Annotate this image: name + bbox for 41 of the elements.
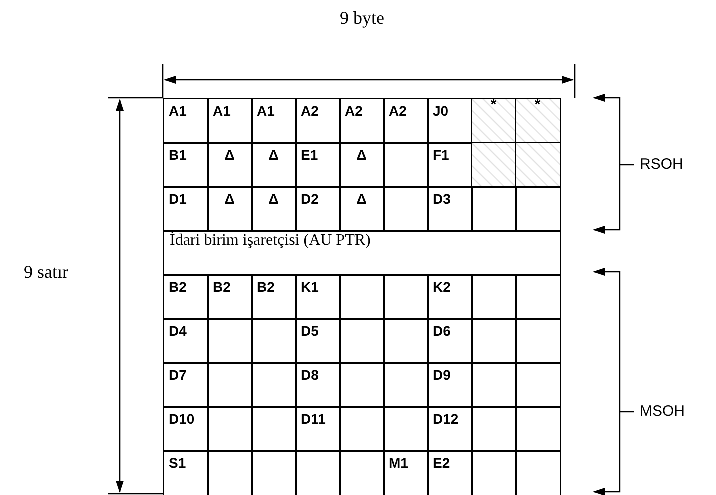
table-cell: E1 bbox=[295, 142, 340, 188]
table-cell: S1 bbox=[163, 450, 208, 495]
table-cell: B2 bbox=[163, 274, 208, 320]
table-cell: İdari birim işaretçisi (AU PTR) bbox=[163, 230, 560, 276]
table-cell: D8 bbox=[295, 362, 340, 408]
table-cell: D2 bbox=[295, 186, 340, 232]
table-cell: Δ bbox=[339, 142, 384, 188]
table-cell: B1 bbox=[163, 142, 208, 188]
table-cell: A1 bbox=[251, 98, 296, 144]
table-cell: Δ bbox=[339, 186, 384, 232]
table-cell: B2 bbox=[251, 274, 296, 320]
dimension-label: 9 byte bbox=[340, 8, 384, 29]
table-cell: E2 bbox=[427, 450, 472, 495]
table-cell: D11 bbox=[295, 406, 340, 452]
table-cell: K2 bbox=[427, 274, 472, 320]
table-cell: * bbox=[471, 98, 516, 144]
table-cell: D1 bbox=[163, 186, 208, 232]
table-cell: D3 bbox=[427, 186, 472, 232]
table-cell: Δ bbox=[251, 186, 296, 232]
table-cell: D6 bbox=[427, 318, 472, 364]
table-cell: A2 bbox=[339, 98, 384, 144]
table-cell: Δ bbox=[207, 186, 252, 232]
table-cell: D12 bbox=[427, 406, 472, 452]
table-cell: Δ bbox=[251, 142, 296, 188]
table-cell: D10 bbox=[163, 406, 208, 452]
section-label: MSOH bbox=[640, 403, 685, 420]
table-cell: A1 bbox=[207, 98, 252, 144]
table-cell: D4 bbox=[163, 318, 208, 364]
table-cell: K1 bbox=[295, 274, 340, 320]
table-cell: A1 bbox=[163, 98, 208, 144]
table-cell: A2 bbox=[295, 98, 340, 144]
section-label: RSOH bbox=[640, 156, 684, 173]
table-cell: A2 bbox=[383, 98, 428, 144]
table-cell: D7 bbox=[163, 362, 208, 408]
table-cell: B2 bbox=[207, 274, 252, 320]
dimension-label: 9 satır bbox=[24, 262, 68, 283]
table-cell: M1 bbox=[383, 450, 428, 495]
table-cell: D9 bbox=[427, 362, 472, 408]
table-cell: * bbox=[515, 98, 560, 144]
table-cell: Δ bbox=[207, 142, 252, 188]
table-cell: D5 bbox=[295, 318, 340, 364]
